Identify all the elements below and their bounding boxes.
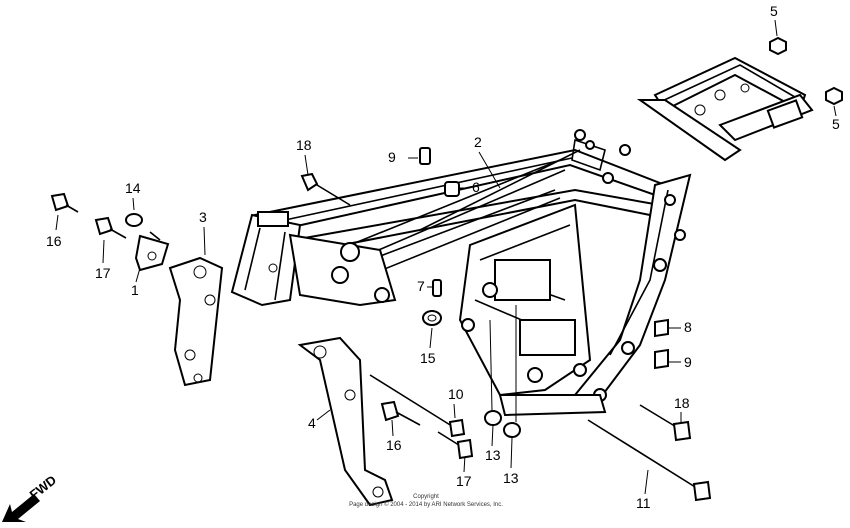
bracket-1 bbox=[134, 234, 170, 272]
copyright-line-1: Copyright bbox=[413, 494, 439, 500]
bolt-18-right bbox=[639, 404, 679, 429]
fwd-arrow: FWD bbox=[2, 472, 59, 522]
bolt-17-left bbox=[94, 216, 114, 236]
callout-17-left: 17 bbox=[95, 265, 111, 281]
callout-5-right: 5 bbox=[832, 116, 840, 132]
clip-7 bbox=[432, 279, 442, 297]
callout-11: 10 bbox=[448, 386, 464, 402]
fwd-label: FWD bbox=[27, 472, 60, 502]
callout-1: 1 bbox=[131, 282, 139, 298]
callout-18-right: 18 bbox=[674, 395, 690, 411]
callout-15: 15 bbox=[420, 350, 436, 366]
callout-7: 7 bbox=[417, 278, 425, 294]
callout-13-right: 13 bbox=[503, 470, 519, 486]
bolt-16-left bbox=[50, 192, 70, 212]
bolt-11 bbox=[369, 374, 456, 429]
collar-13-left bbox=[484, 410, 502, 426]
callout-5-top: 5 bbox=[770, 3, 778, 19]
callout-16-bottom: 16 bbox=[386, 437, 402, 453]
main-frame bbox=[230, 56, 814, 417]
collar-13-right bbox=[503, 422, 521, 438]
bolt-18-top bbox=[311, 181, 351, 206]
callout-12: 11 bbox=[636, 495, 651, 511]
copyright-notice: Copyright Page design © 2004 - 2014 by A… bbox=[349, 494, 503, 508]
nut-5-right bbox=[825, 86, 843, 106]
callout-4: 4 bbox=[308, 415, 316, 431]
bolt-12 bbox=[587, 419, 701, 491]
copyright-line-2: Page design © 2004 - 2014 by ARI Network… bbox=[349, 501, 503, 508]
callout-6: 6 bbox=[472, 179, 480, 195]
callout-16-left: 16 bbox=[46, 233, 62, 249]
callout-10: 9 bbox=[388, 149, 396, 165]
bolt-16-bottom bbox=[380, 400, 400, 422]
hanger-3 bbox=[168, 256, 224, 387]
callout-14: 14 bbox=[125, 180, 141, 196]
collar-14 bbox=[125, 213, 143, 227]
callout-13-left: 13 bbox=[485, 447, 501, 463]
callout-9: 9 bbox=[684, 354, 692, 370]
clip-6 bbox=[444, 181, 460, 197]
callout-18-top: 18 bbox=[296, 137, 312, 153]
clip-10 bbox=[419, 147, 431, 165]
callout-17-bottom: 17 bbox=[456, 473, 472, 489]
grommet-15 bbox=[422, 310, 442, 326]
callout-8: 8 bbox=[684, 319, 692, 335]
pad-9 bbox=[654, 348, 669, 370]
pad-8 bbox=[654, 318, 669, 338]
small-parts bbox=[50, 36, 843, 507]
callout-2: 2 bbox=[474, 134, 482, 150]
hanger-4 bbox=[297, 336, 394, 507]
nut-5-top bbox=[769, 36, 787, 56]
callout-3: 3 bbox=[199, 209, 207, 225]
fwd-arrow-icon bbox=[2, 494, 40, 522]
